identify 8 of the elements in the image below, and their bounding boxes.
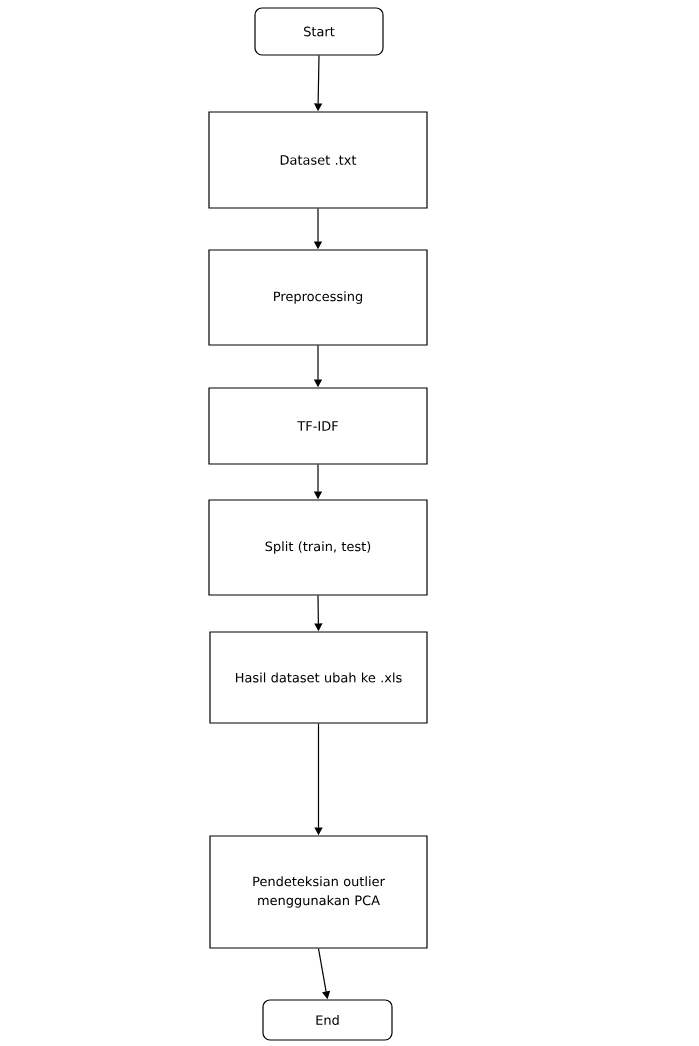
process-box: TF-IDF	[208, 387, 428, 465]
process-box: Pendeteksian outlier menggunakan PCA	[209, 835, 428, 949]
process-box: Preprocessing	[208, 249, 428, 346]
process-box: Hasil dataset ubah ke .xls	[209, 631, 428, 724]
process-box: Dataset .txt	[208, 111, 428, 209]
terminal-box: End	[262, 999, 393, 1041]
terminal-box: Start	[254, 7, 384, 56]
process-box: Split (train, test)	[208, 499, 428, 596]
